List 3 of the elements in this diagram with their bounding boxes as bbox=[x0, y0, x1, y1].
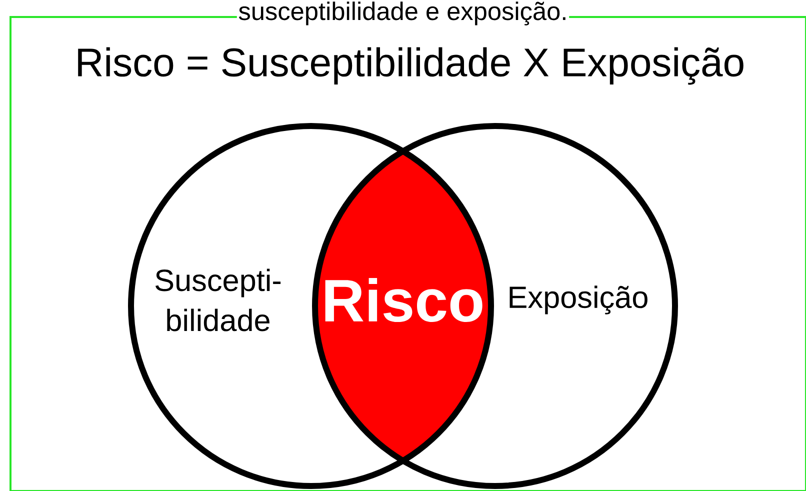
title: Risco = Susceptibilidade X Exposição bbox=[78, 47, 744, 85]
caption: susceptibilidade e exposição. bbox=[236, 0, 570, 27]
intersection-area: Risco bbox=[315, 126, 491, 486]
